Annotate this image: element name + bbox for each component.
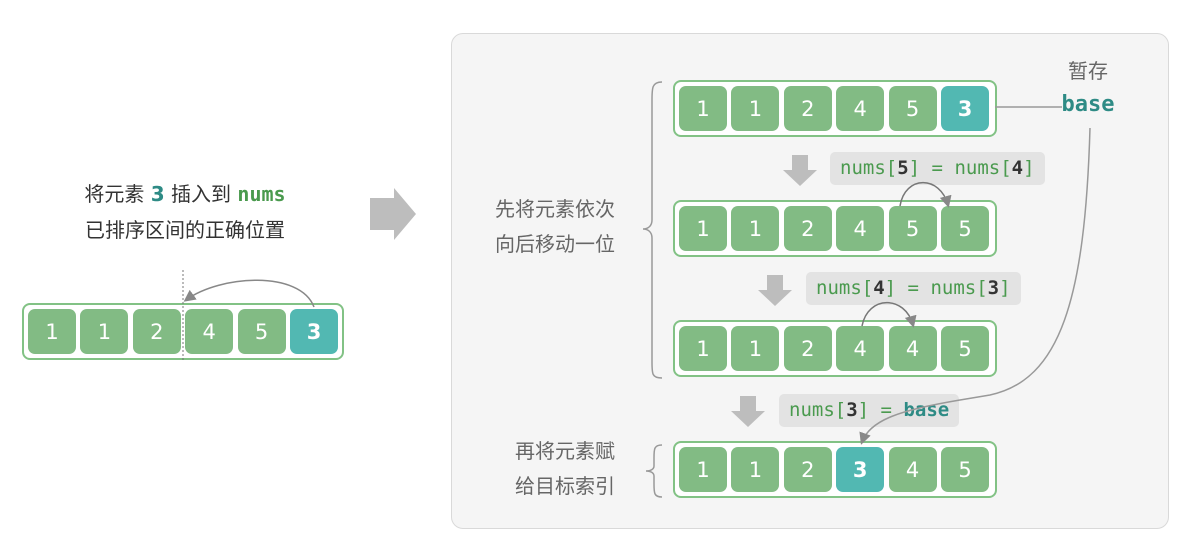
code-step-1: nums[5] = nums[4] [830, 152, 1045, 185]
brace-assign [645, 444, 663, 498]
array-cell: 1 [679, 86, 727, 131]
array-cell: 5 [237, 309, 286, 354]
brace-shift [642, 81, 663, 379]
title-text: 插入到 [171, 182, 232, 206]
array-cell: 4 [836, 86, 885, 131]
array-cell: 1 [731, 326, 780, 371]
array-cell: 2 [783, 447, 832, 492]
array-cell: 4 [836, 206, 885, 251]
array-cell: 4 [185, 309, 234, 354]
array-cell: 4 [888, 447, 937, 492]
shift-arc-1 [899, 181, 952, 208]
array-cell: 4 [888, 326, 937, 371]
title-value: 3 [150, 182, 165, 206]
array-cell: 1 [28, 309, 76, 354]
down-arrow-3 [731, 396, 765, 427]
base-arc [859, 127, 1091, 445]
array-cell: 1 [80, 309, 129, 354]
big-right-arrow [370, 188, 416, 240]
title-text: 将元素 [84, 182, 145, 206]
temp-label: 暂存 [1068, 59, 1108, 83]
array-cell: 1 [679, 326, 727, 371]
assign-label: 再将元素赋给目标索引 [515, 439, 615, 498]
shift-arc-2 [861, 301, 917, 328]
insert-arc [183, 279, 315, 308]
array-cell: 1 [679, 447, 727, 492]
array-cell: 5 [888, 206, 937, 251]
array-cell: 4 [836, 326, 885, 371]
code-step-3: nums[3] = base [779, 394, 960, 427]
array-cell: 1 [731, 206, 780, 251]
down-arrow-1 [783, 155, 817, 186]
left-subtitle: 已排序区间的正确位置 [85, 218, 285, 242]
array-cell: 2 [132, 309, 181, 354]
array-cell: 3 [941, 86, 989, 131]
array-cell: 2 [783, 326, 832, 371]
array-cell: 1 [731, 447, 780, 492]
array-cell: 3 [290, 309, 338, 354]
array-cell: 5 [941, 447, 989, 492]
array-cell: 3 [836, 447, 885, 492]
array-cell: 5 [888, 86, 937, 131]
left-title: 将元素 3 插入到 nums [20, 176, 350, 212]
array-cell: 2 [783, 86, 832, 131]
code-step-2: nums[4] = nums[3] [806, 272, 1021, 305]
array-cell: 1 [679, 206, 727, 251]
shift-label: 先将元素依次向后移动一位 [495, 197, 615, 256]
array-cell: 1 [731, 86, 780, 131]
array-cell: 2 [783, 206, 832, 251]
base-label: base [1061, 92, 1115, 117]
array-cell: 5 [941, 206, 989, 251]
title-nums: nums [237, 182, 286, 206]
down-arrow-2 [758, 275, 792, 306]
array-cell: 5 [941, 326, 989, 371]
